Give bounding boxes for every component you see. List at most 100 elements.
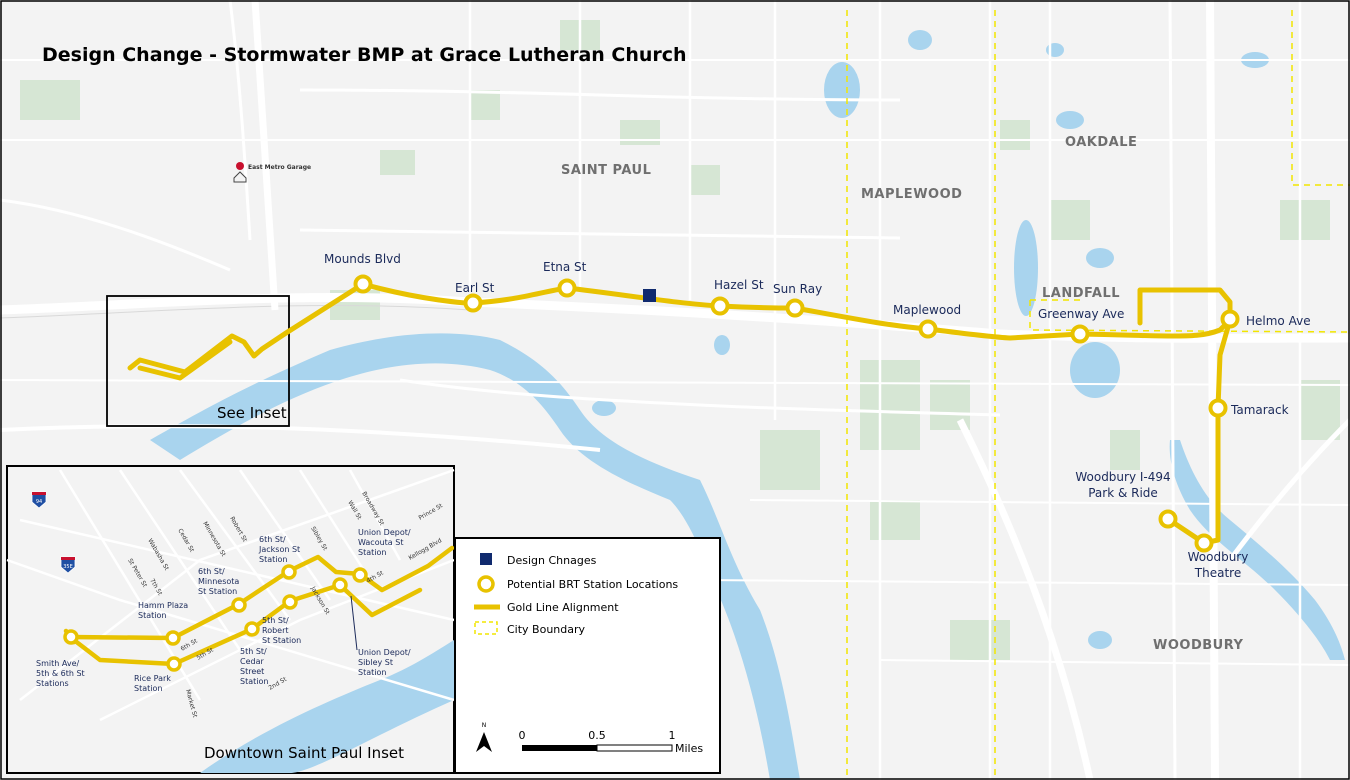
- station-label: Greenway Ave: [1038, 307, 1124, 321]
- facility-label: East Metro Garage: [248, 164, 311, 171]
- inset-station-label: Union Depot/: [358, 528, 411, 537]
- inset-station-label: Station: [134, 684, 162, 693]
- see-inset-label: See Inset: [217, 404, 287, 422]
- station-label: Tamarack: [1230, 403, 1289, 417]
- map-title: Design Change - Stormwater BMP at Grace …: [42, 44, 687, 66]
- inset-station-label: Minnesota: [198, 577, 239, 586]
- city-labels: SAINT PAUL MAPLEWOOD OAKDALE LANDFALL WO…: [561, 135, 1243, 653]
- inset-station-marker: [332, 577, 348, 593]
- city-label: OAKDALE: [1065, 135, 1137, 150]
- scale-tick-label: 0: [519, 729, 526, 742]
- north-arrow-icon: [476, 732, 492, 752]
- scale-units: Miles: [675, 742, 703, 755]
- inset-station-marker: [165, 630, 181, 646]
- city-label: SAINT PAUL: [561, 163, 651, 178]
- legend-label: Potential BRT Station Locations: [507, 578, 678, 591]
- scale-bar-segment: [522, 745, 597, 751]
- station-marker: [1194, 533, 1214, 553]
- parks-layer: [20, 20, 1340, 660]
- inset-station-marker: [244, 621, 260, 637]
- city-label: WOODBURY: [1153, 638, 1243, 653]
- scale-bar-segment: [596, 744, 673, 752]
- garage-icon: [233, 171, 247, 183]
- inset-station-label: St Station: [262, 636, 301, 645]
- station-label: Maplewood: [893, 303, 961, 317]
- inset-station-label: Station: [259, 555, 287, 564]
- shield-label: 94: [36, 499, 42, 505]
- legend-design-change-icon: [480, 553, 492, 565]
- inset-station-label: Smith Ave/: [36, 659, 80, 668]
- station-marker: [918, 319, 938, 339]
- station-label: Hazel St: [714, 278, 764, 292]
- inset-station-label: Hamm Plaza: [138, 601, 188, 610]
- inset-station-label: Station: [358, 668, 386, 677]
- station-markers: [353, 274, 1240, 553]
- station-marker: [463, 293, 483, 313]
- station-marker: [710, 296, 730, 316]
- inset-station-label: Robert: [262, 626, 289, 635]
- legend-frame: [454, 537, 721, 774]
- inset-streets: [6, 468, 455, 722]
- inset-station-label: St Station: [198, 587, 237, 596]
- station-marker: [785, 298, 805, 318]
- station-label-line2: Park & Ride: [1088, 486, 1158, 500]
- legend-station-icon: [477, 575, 495, 593]
- shield-label: 35E: [63, 564, 73, 570]
- inset-station-marker: [282, 594, 298, 610]
- inset-station-label: Wacouta St: [358, 538, 403, 547]
- inset-station-label: Station: [358, 548, 386, 557]
- station-marker: [557, 278, 577, 298]
- inset-station-markers: [63, 564, 368, 672]
- inset-station-label: Rice Park: [134, 674, 171, 683]
- north-label: N: [482, 722, 487, 729]
- inset-station-label: Jackson St: [258, 545, 300, 554]
- inset-station-label: Station: [240, 677, 268, 686]
- station-marker: [353, 274, 373, 294]
- inset-station-label: 5th & 6th St: [36, 669, 85, 678]
- inset-station-label: Station: [138, 611, 166, 620]
- station-marker: [1070, 324, 1090, 344]
- inset-station-marker: [63, 629, 79, 645]
- city-label: MAPLEWOOD: [861, 187, 962, 202]
- inset-station-label: Street: [240, 667, 264, 676]
- station-label: Earl St: [455, 281, 495, 295]
- station-labels: Mounds Blvd Earl St Etna St Hazel St Sun…: [324, 252, 1311, 580]
- garage-pin-icon: [236, 162, 244, 170]
- station-marker: [1220, 309, 1240, 329]
- downtown-inset: 94 35E St Peter St Wabasha St 7th St Ced…: [6, 465, 455, 774]
- station-label-line2: Theatre: [1194, 566, 1241, 580]
- station-marker: [1208, 398, 1228, 418]
- station-label: Woodbury: [1188, 550, 1249, 564]
- station-label: Mounds Blvd: [324, 252, 401, 266]
- inset-station-label: Stations: [36, 679, 69, 688]
- inset-station-label: Union Depot/: [358, 648, 411, 657]
- inset-station-label: Sibley St: [358, 658, 393, 667]
- city-boundaries: [846, 10, 1350, 780]
- facility-east-metro-garage: East Metro Garage: [233, 162, 311, 183]
- inset-station-marker: [166, 656, 182, 672]
- inset-title: Downtown Saint Paul Inset: [204, 744, 404, 762]
- scale-tick-label: 0.5: [588, 729, 606, 742]
- inset-station-label: 6th St/: [198, 567, 225, 576]
- see-inset-box: [106, 295, 290, 427]
- design-change-marker: [643, 289, 656, 302]
- station-label: Woodbury I-494: [1075, 470, 1170, 484]
- legend-label: Gold Line Alignment: [507, 601, 619, 614]
- legend: Design Chnages Potential BRT Station Loc…: [454, 537, 721, 774]
- inset-station-marker: [281, 564, 297, 580]
- interstate-94-shield-icon: 94: [31, 491, 47, 509]
- inset-leader-line: [350, 595, 358, 651]
- inset-station-label: 6th St/: [259, 535, 286, 544]
- legend-label: Design Chnages: [507, 554, 597, 567]
- station-marker: [1158, 509, 1178, 529]
- inset-station-marker: [231, 597, 247, 613]
- station-label: Helmo Ave: [1246, 314, 1311, 328]
- inset-station-marker: [352, 567, 368, 583]
- interstate-35e-shield-icon: 35E: [60, 556, 76, 574]
- scale-tick-label: 1: [669, 729, 676, 742]
- inset-station-label: 5th St/: [262, 616, 289, 625]
- inset-station-labels: Smith Ave/ 5th & 6th St Stations Hamm Pl…: [36, 528, 411, 693]
- legend-label: City Boundary: [507, 623, 586, 636]
